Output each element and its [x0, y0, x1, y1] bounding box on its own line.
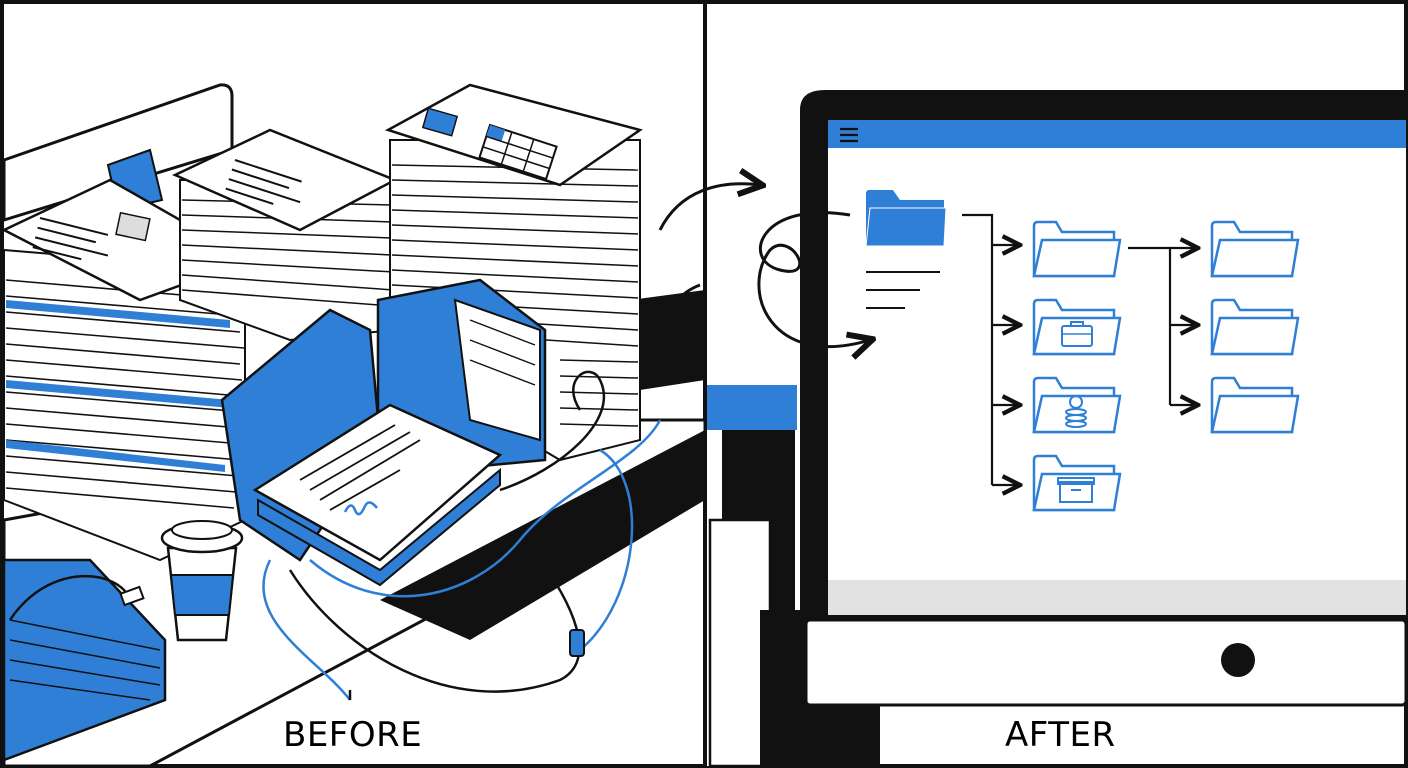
after-panel: [707, 90, 1408, 768]
root-folder-description-lines: [866, 271, 940, 309]
after-blue-strip: [707, 385, 797, 430]
window-title-bar: [828, 120, 1406, 148]
monitor-chin: [804, 618, 1408, 707]
paper-stack-left: [1, 178, 253, 562]
after-caption: AFTER: [1005, 715, 1116, 755]
power-button[interactable]: [1221, 643, 1255, 677]
back-partition: [2, 83, 234, 223]
coffee-cup: [160, 520, 244, 642]
monitor-screen: [828, 120, 1406, 615]
before-caption: BEFORE: [283, 715, 423, 755]
hamburger-menu-icon[interactable]: [840, 127, 858, 143]
curved-arrow-icon: [658, 184, 760, 382]
signature-scribble: [343, 501, 378, 516]
curved-arrow-icon: [757, 211, 870, 347]
archive-box-folder-icon[interactable]: [1032, 454, 1122, 512]
paper-stack-middle: [171, 128, 398, 342]
coins-folder-icon[interactable]: [1032, 376, 1122, 434]
root-folder-icon[interactable]: [865, 190, 947, 247]
tangled-cables: [8, 370, 662, 701]
tree-connectors: [962, 213, 1196, 485]
folders-lower-left: [2, 558, 167, 762]
briefcase-folder-icon[interactable]: [1032, 298, 1122, 356]
open-folders: [220, 278, 547, 587]
window-footer: [828, 580, 1406, 615]
before-panel: [1, 83, 760, 768]
